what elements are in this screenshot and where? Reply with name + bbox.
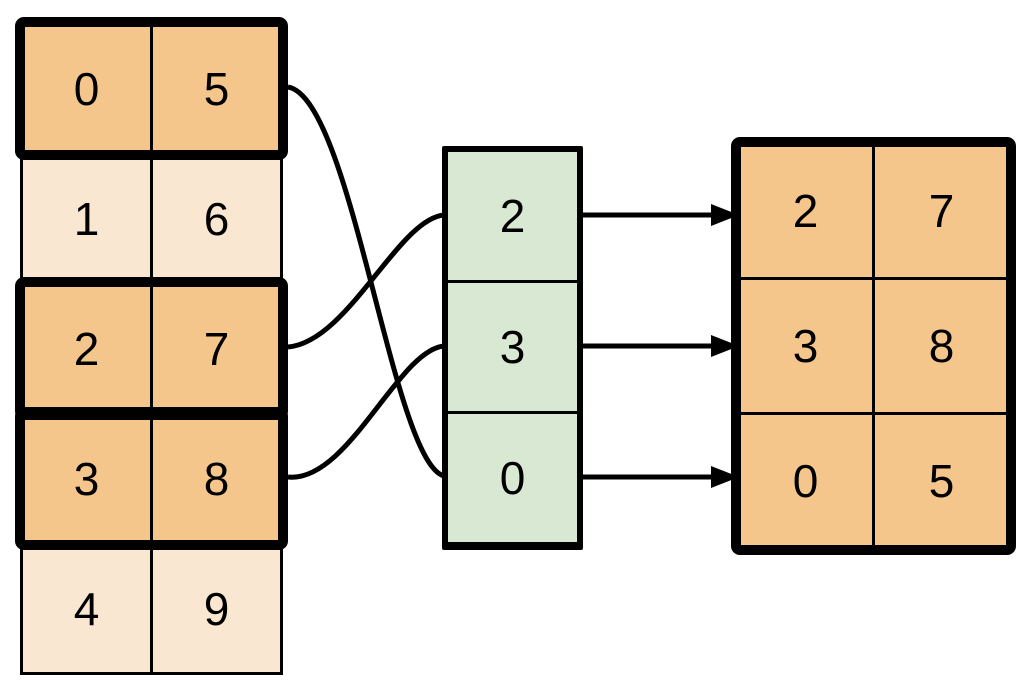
source-cell: 1 [20,152,153,285]
source-cell: 5 [150,22,283,155]
source-cell: 4 [20,542,153,675]
index-cell: 3 [445,280,580,414]
result-cell: 2 [736,142,875,280]
connector-curve-row2-to-index2 [287,212,445,350]
index-cell: 0 [445,411,580,545]
arrow-head [711,466,739,488]
source-cell: 8 [150,412,283,545]
source-cell: 7 [150,282,283,415]
source-cell: 9 [150,542,283,675]
source-cell: 6 [150,152,283,285]
arrow-head [711,335,739,357]
connector-curve-row0-to-index0 [287,84,446,479]
result-cell: 5 [872,412,1011,550]
result-cell: 0 [736,412,875,550]
source-cell: 2 [20,282,153,415]
index-cell: 2 [445,149,580,283]
result-cell: 7 [872,142,1011,280]
source-cell: 3 [20,412,153,545]
result-cell: 8 [872,277,1011,415]
connector-curve-row3-to-index3 [287,343,445,480]
source-cell: 0 [20,22,153,155]
arrow-head [711,204,739,226]
result-cell: 3 [736,277,875,415]
